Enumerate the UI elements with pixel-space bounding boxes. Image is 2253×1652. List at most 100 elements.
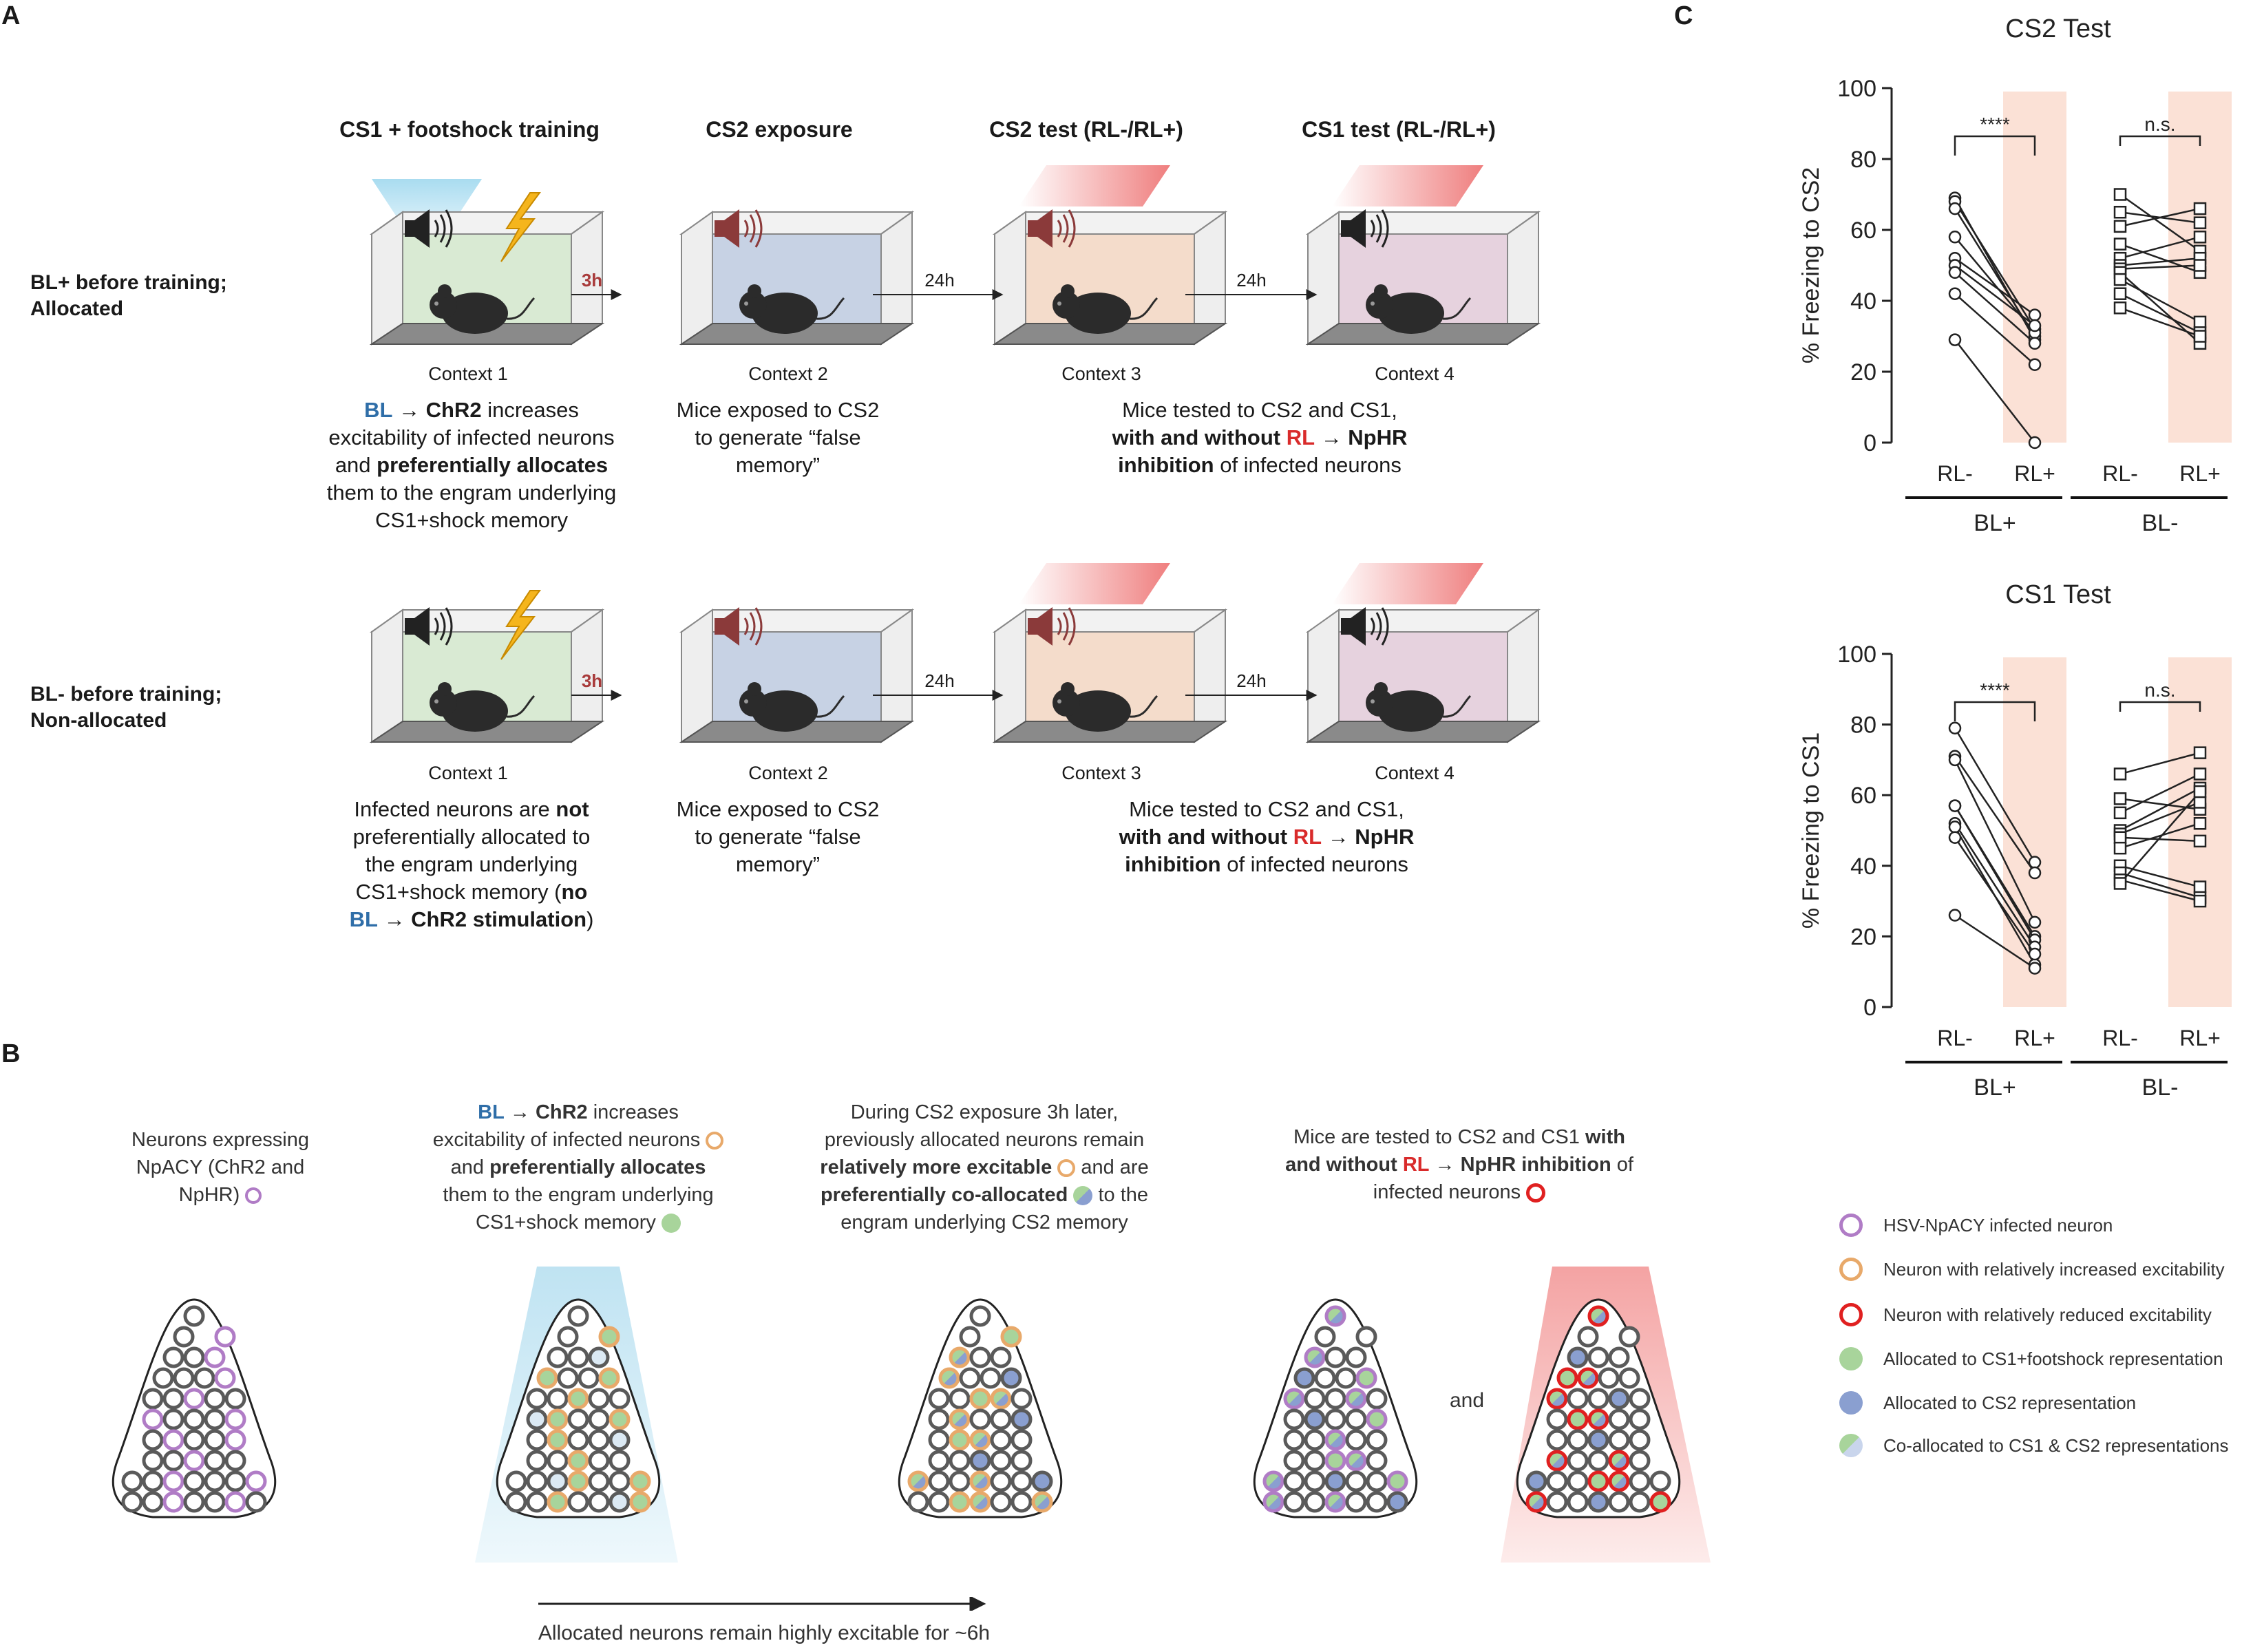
neuron [1011,1408,1033,1430]
neuron [567,1470,589,1492]
delay-label: 24h [1236,670,1267,691]
data-point [1948,799,1962,812]
neuron [183,1450,205,1472]
neuron [969,1305,991,1327]
significance-label: n.s. [2144,114,2175,135]
brain-region-1 [112,1298,277,1518]
neuron [547,1429,569,1451]
legend-item: Neuron with relatively increased excitab… [1839,1254,2225,1284]
inhibited-neuron-icon [1526,1183,1546,1203]
neuron [1567,1450,1589,1472]
neuron [1546,1470,1568,1492]
legend-label: HSV-NpACY infected neuron [1883,1214,2113,1236]
row-label-line1: BL- before training; [30,683,222,706]
step-title-cs2-test: CS2 test (RL-/RL+) [989,117,1183,142]
text-bold: relatively more excitable [820,1156,1053,1178]
text-bold: preferentially allocates [489,1156,706,1178]
neuron [969,1408,991,1430]
y-tick-label: 40 [1850,288,1876,315]
neuron [1618,1367,1640,1389]
neuron [1587,1388,1609,1410]
step-title-cs1-test: CS1 test (RL-/RL+) [1302,117,1496,142]
neuron [1304,1450,1326,1472]
text: CS1+shock memory [375,508,568,532]
neuron [204,1408,226,1430]
row-label-line1: BL+ before training; [30,271,227,294]
text: them to the engram underlying [326,480,617,505]
neuron [1324,1429,1346,1451]
text: excitability of infected neurons [432,1129,701,1151]
chart-title: CS2 Test [2005,14,2111,43]
neuron [142,1450,164,1472]
text-bold: inhibition [1125,852,1221,876]
neuron [526,1388,548,1410]
cs1-allocated-icon [661,1214,681,1233]
neuron [1324,1450,1346,1472]
neuron [969,1388,991,1410]
neuron [204,1388,226,1410]
neuron [1011,1388,1033,1410]
text-bold: not [556,797,589,821]
neuron [578,1367,600,1389]
neuron [1304,1408,1326,1430]
x-tick-label: RL- [1937,1026,1973,1050]
neuron [152,1367,174,1389]
legend-label: Allocated to CS2 representation [1883,1392,2137,1413]
text: to the [1098,1184,1149,1206]
data-point [2028,866,2042,880]
neuron [609,1388,631,1410]
data-point [2193,259,2207,272]
arrow: → [1320,425,1342,449]
neuron [609,1450,631,1472]
neuron [536,1367,558,1389]
neuron [1000,1367,1022,1389]
neuron [1324,1470,1346,1492]
subject-line [2119,307,2201,337]
text-bold: NpHR inhibition [1460,1154,1611,1176]
description-tests: Mice tested to CS2 and CS1, with and wit… [1046,396,1473,479]
neuron [1335,1367,1357,1389]
context-label: Context 2 [748,363,828,384]
data-point [2113,287,2127,300]
text: memory” [735,852,821,876]
subject-line [1954,805,2036,941]
data-point [2193,834,2207,848]
text: previously allocated neurons remain [824,1129,1145,1151]
subject-line [2119,236,2201,260]
neuron [1324,1491,1346,1513]
subject-line [1954,293,2035,366]
group-label: BL- [2142,510,2179,536]
neuron [547,1346,569,1368]
subject-line [2119,207,2201,228]
text: increases [593,1101,679,1123]
neuron [959,1326,981,1348]
subject-line [1954,823,2036,948]
neuron [588,1346,610,1368]
subject-line [1954,756,2036,873]
neuron [526,1491,548,1513]
neuron [980,1367,1002,1389]
neuron [1366,1388,1388,1410]
subject-line [2119,293,2201,334]
neuron [1355,1367,1377,1389]
y-tick-label: 80 [1850,147,1876,173]
text-bold: no [561,880,588,904]
text: Mice tested to CS2 and CS1, [1122,398,1397,422]
neuron [1366,1408,1388,1430]
legend-label: Allocated to CS1+footshock representatio… [1883,1348,2223,1369]
context-box-3-row1 [992,165,1228,346]
significance-bracket [2119,135,2201,146]
y-tick-label: 80 [1850,712,1876,739]
context-label: Context 3 [1061,763,1141,783]
neuron [567,1388,589,1410]
timeline-arrow [538,1597,986,1611]
neuron [1587,1429,1609,1451]
neuron [1618,1326,1640,1348]
neuron [1587,1346,1609,1368]
neuron [183,1305,205,1327]
context-label: Context 4 [1375,763,1455,783]
neuron [1283,1470,1305,1492]
text: Mice exposed to CS2 [676,398,880,422]
neuron [142,1388,164,1410]
neuron [1608,1429,1630,1451]
